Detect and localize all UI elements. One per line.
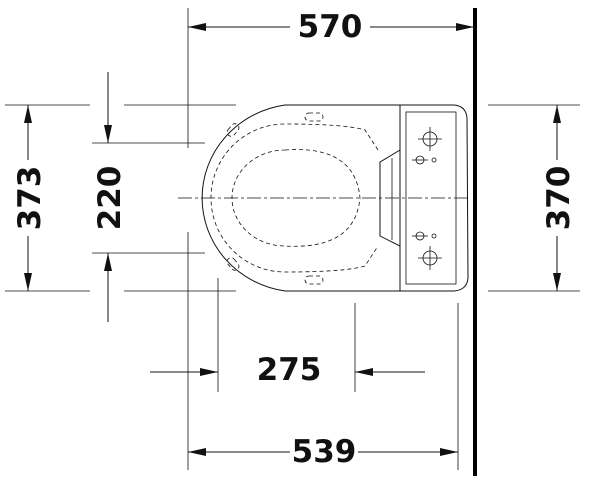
dim-label-370: 370 bbox=[541, 166, 577, 231]
dim-width-right: 370 bbox=[541, 105, 577, 291]
extension-lines bbox=[5, 8, 580, 470]
dim-width-left: 373 bbox=[12, 105, 48, 291]
dim-label-275: 275 bbox=[257, 352, 322, 388]
dim-label-539: 539 bbox=[292, 434, 357, 470]
seat-inner-dashed bbox=[231, 149, 361, 247]
dim-label-373: 373 bbox=[12, 166, 48, 231]
dim-bowl-length: 539 bbox=[188, 434, 458, 470]
dim-overall-length: 570 bbox=[188, 9, 475, 45]
dim-seat-offset: 275 bbox=[150, 352, 425, 388]
fixing-point-icon bbox=[412, 127, 442, 270]
dim-label-570: 570 bbox=[298, 9, 363, 45]
dim-label-220: 220 bbox=[92, 166, 128, 231]
seat-buffers bbox=[226, 112, 324, 285]
dim-fixing-spacing: 220 bbox=[92, 72, 128, 322]
